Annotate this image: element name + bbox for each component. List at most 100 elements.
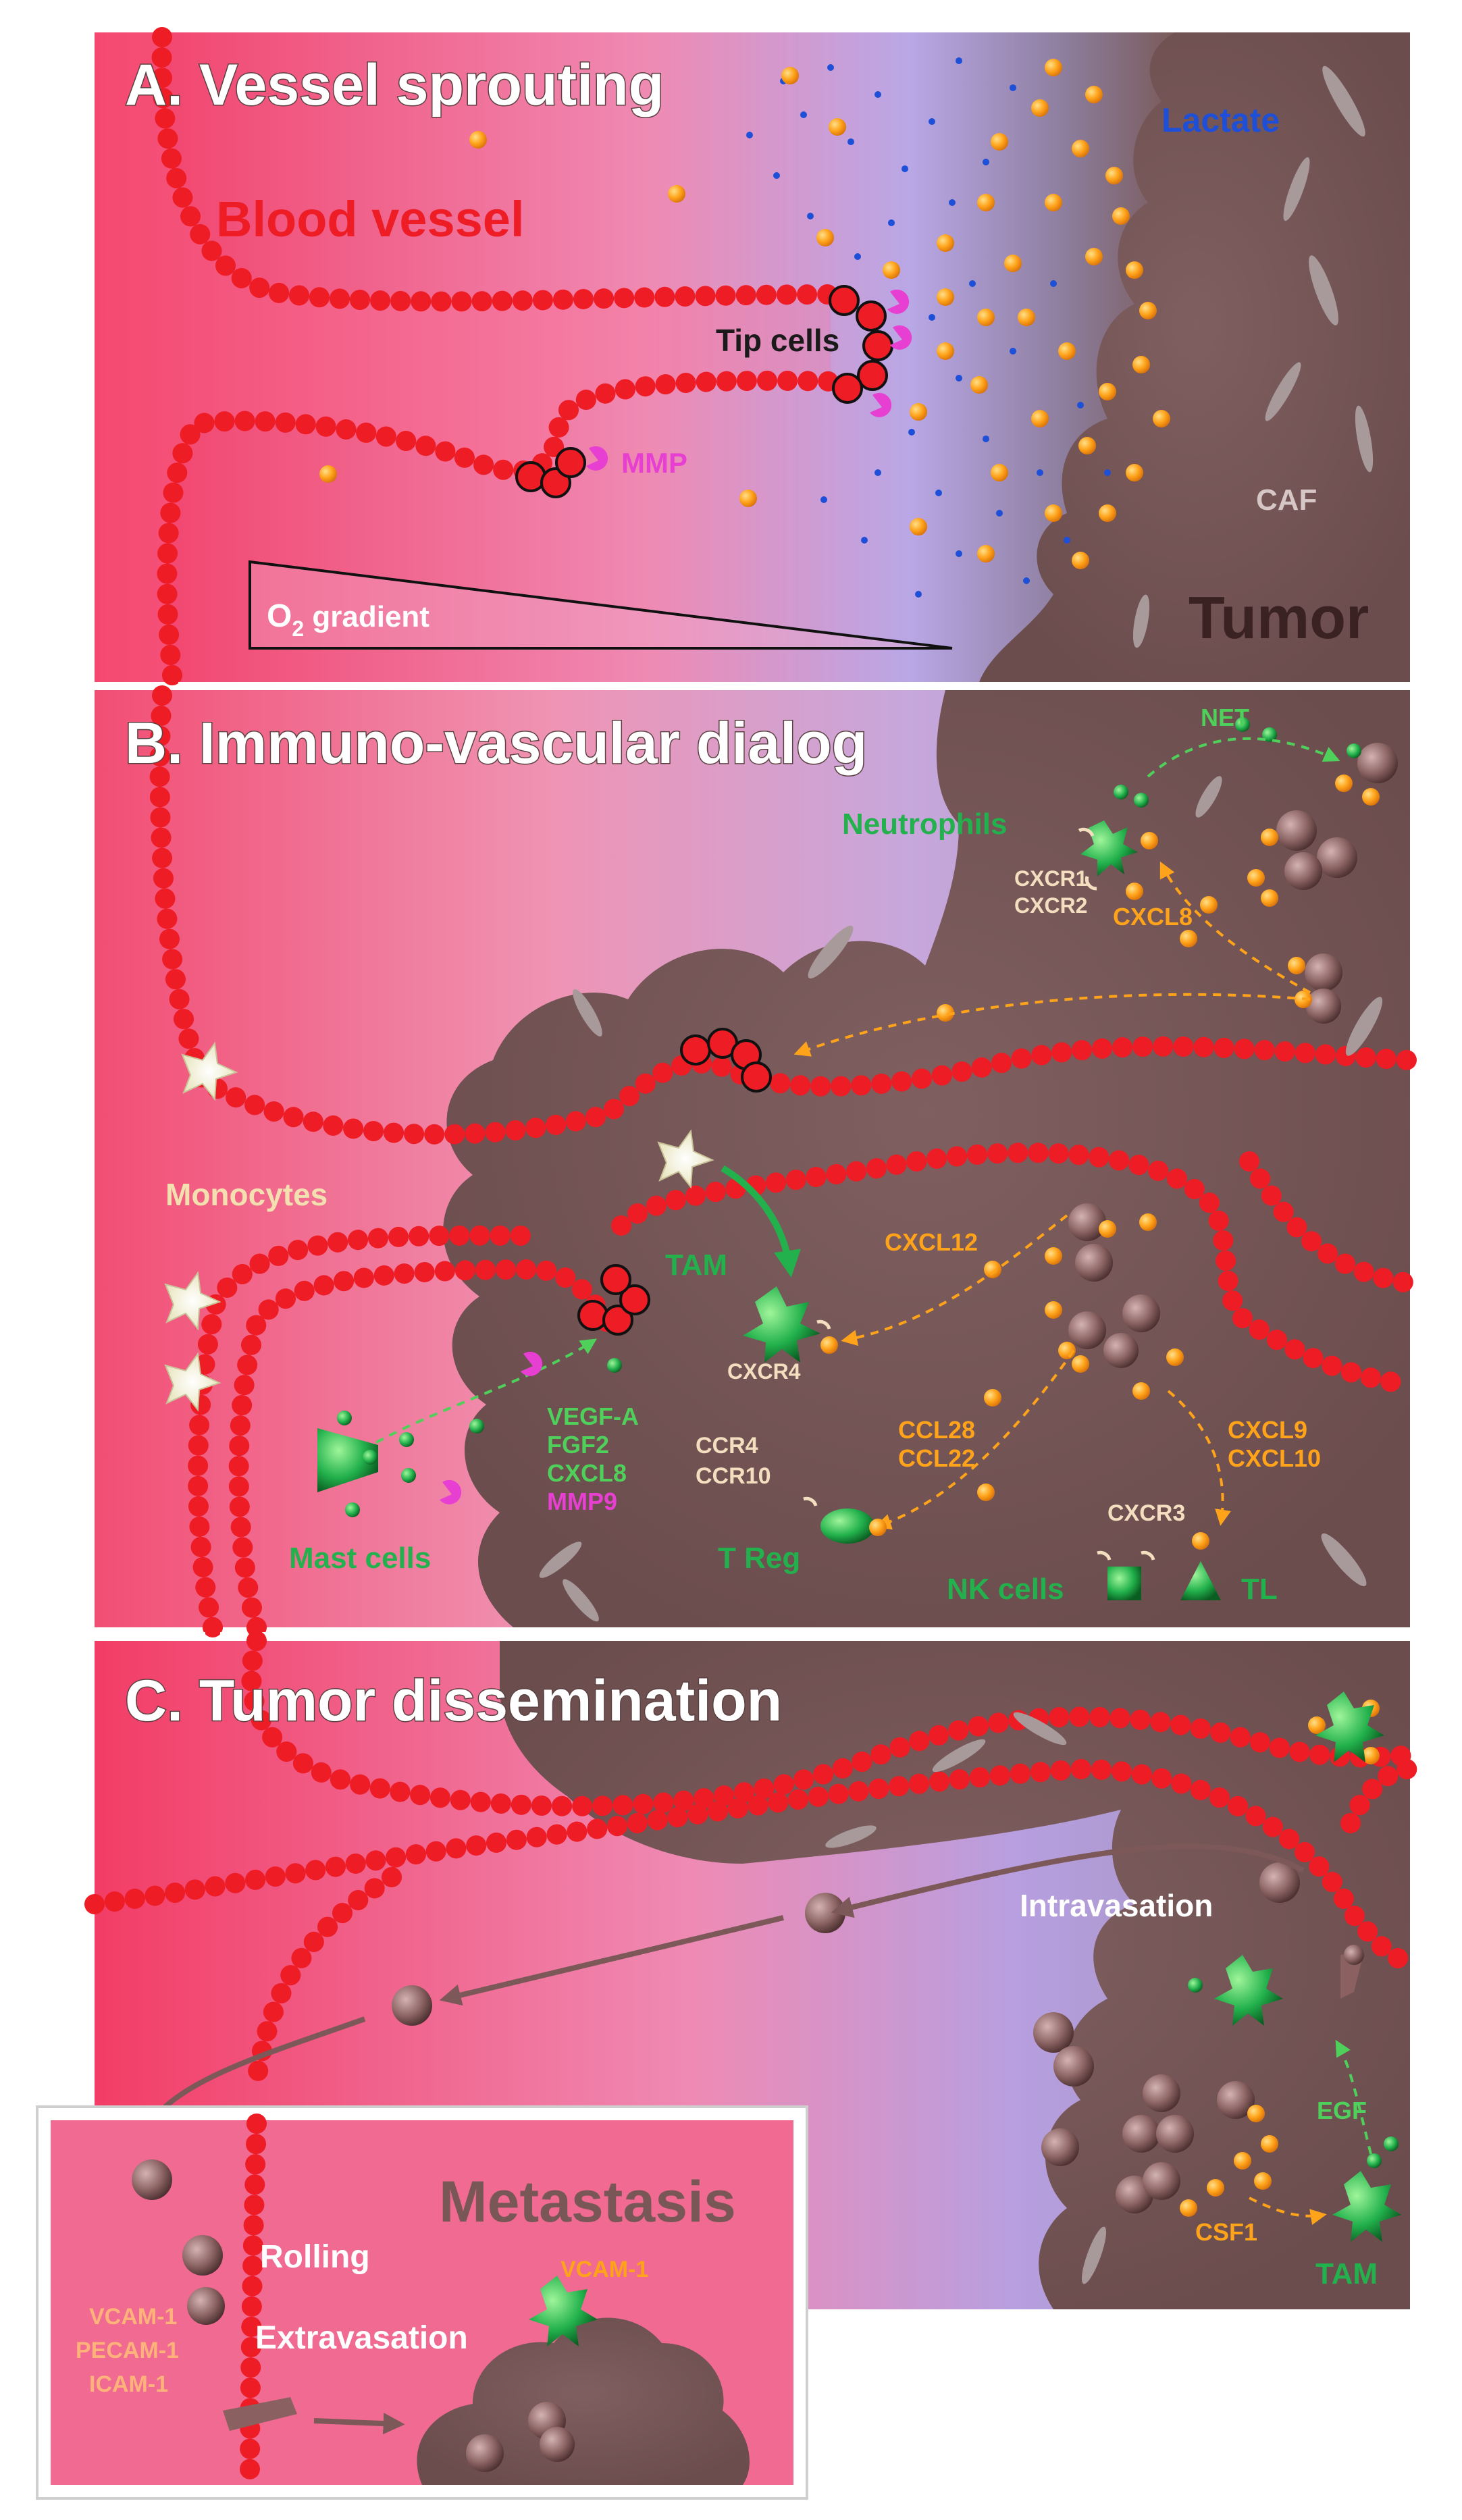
cxcr4-receptor (816, 1319, 831, 1330)
vessel-wall (149, 685, 1418, 1145)
cxcl8-label: CXCL8 (1113, 903, 1193, 930)
lactate-molecules (746, 57, 1111, 598)
mmp-enzymes (586, 289, 912, 471)
egf-arrow (1335, 2039, 1372, 2155)
cxcl9-label: CXCL9 (1228, 1416, 1307, 1444)
cxcr1-label: CXCR1 (1014, 866, 1087, 891)
vessel-wall (151, 27, 844, 312)
nk-cells-label: NK cells (947, 1573, 1064, 1606)
chemokine-molecules (937, 775, 1380, 1501)
vessel-wall (228, 1259, 618, 1637)
egf-granules (1188, 1978, 1399, 2168)
vcam1-tam-label: VCAM-1 (560, 2257, 648, 2282)
panel-b-tumor-mass (443, 690, 1411, 1627)
vcam1-label: VCAM-1 (89, 2304, 177, 2330)
cxcl9-bound (1192, 1532, 1209, 1550)
o2-label-main: O (267, 598, 292, 634)
pecam1-label: PECAM-1 (76, 2338, 179, 2363)
intravasation-label: Intravasation (1020, 1888, 1213, 1923)
neutrophil-granules (1114, 717, 1361, 808)
cxcr2-receptor (1085, 876, 1097, 891)
tumor-label: Tumor (1189, 584, 1369, 651)
vessel-wall (157, 370, 847, 685)
growth-factor-molecules (319, 59, 1170, 569)
neutrophil-cell (1080, 820, 1138, 876)
ccl28-label: CCL28 (898, 1416, 975, 1444)
tam-label: TAM (665, 1249, 727, 1282)
extravasation-label: Extravasation (255, 2320, 468, 2356)
csf1-label: CSF1 (1195, 2218, 1257, 2246)
mast-cell-granules (337, 1358, 622, 1517)
cxcr3-receptor (1097, 1550, 1112, 1560)
cxcr2-label: CXCR2 (1014, 893, 1087, 918)
cxcl12-bound (820, 1336, 838, 1354)
tl-label: TL (1241, 1573, 1278, 1606)
vegf-a-label: VEGF-A (547, 1402, 639, 1430)
circulation-arrow (831, 1843, 1305, 1918)
t-reg-cell (820, 1508, 874, 1544)
extravasating-cell (223, 2397, 297, 2431)
tip-cells (515, 285, 893, 498)
cxcl9-arrow (1167, 1390, 1231, 1526)
tip-cells-label: Tip cells (716, 323, 839, 358)
mast-cell (317, 1428, 378, 1492)
cxcr4-label: CXCR4 (727, 1359, 801, 1384)
cxcr3-receptor (1141, 1550, 1155, 1560)
ccr10-receptor (803, 1496, 818, 1506)
icam1-label: ICAM-1 (89, 2371, 168, 2397)
monocytes (164, 1041, 714, 1412)
metastasis-label: Metastasis (439, 2170, 736, 2234)
panel-b-title: B. Immuno-vascular dialog (125, 711, 867, 776)
lactate-label: Lactate (1161, 101, 1280, 139)
vessel-wall (84, 1758, 1418, 1972)
ccl22-label: CCL22 (898, 1444, 975, 1472)
monocyte-differentiation-arrow (721, 1165, 801, 1278)
vessel-wall (240, 2114, 267, 2492)
vessel-wall (241, 1631, 1418, 1816)
net-label: NET (1201, 704, 1249, 731)
t-reg-label: T Reg (718, 1542, 800, 1575)
caf-fibroblasts (539, 776, 1383, 1622)
o2-gradient-label: O2 gradient (267, 598, 429, 641)
cxcl12-label: CXCL12 (885, 1228, 978, 1256)
tam-cell (1315, 1691, 1384, 1762)
cxcl10-label: CXCL10 (1228, 1444, 1321, 1472)
cxcl12-arrow (841, 1214, 1068, 1346)
neutrophils-label: Neutrophils (842, 808, 1007, 841)
tam-label-c: TAM (1315, 2257, 1378, 2290)
caf-label: CAF (1256, 483, 1317, 517)
mmp9-label: MMP9 (547, 1488, 617, 1515)
o2-gradient-triangle (249, 560, 953, 650)
extravasation-arrow (313, 2413, 405, 2435)
vegf-arrow (350, 1338, 598, 1460)
tl-cell (1180, 1561, 1221, 1600)
cxcl8-arrow (793, 993, 1311, 1057)
caf-fibroblasts (825, 1712, 1107, 2284)
mmp9-enzyme (521, 1351, 543, 1376)
cxcl8-vegf-label: CXCL8 (547, 1459, 627, 1487)
tumor-cells (392, 1862, 1300, 2213)
fgf2-label: FGF2 (547, 1431, 609, 1459)
tumor-cells (1068, 743, 1398, 1368)
o2-label-rest: gradient (304, 600, 429, 633)
caf-fibroblasts (1132, 65, 1374, 648)
panel-a-title: A. Vessel sprouting (125, 53, 664, 117)
mmp9-enzyme (440, 1479, 462, 1504)
metastasis-tam-cell (529, 2276, 598, 2346)
tip-cells (577, 1028, 772, 1336)
monocytes-label: Monocytes (165, 1177, 328, 1212)
panel-a-tumor-mass (979, 32, 1410, 682)
intravasating-cell-body (1344, 1945, 1364, 1965)
tam-cell (743, 1286, 820, 1363)
tam-cell (1214, 1955, 1283, 2026)
csf1-arrow (1249, 2197, 1327, 2225)
egf-label: EGF (1317, 2097, 1367, 2124)
o2-label-sub: 2 (292, 616, 304, 641)
cxcl8-bound (1141, 832, 1158, 849)
cxcr1-receptor (1078, 827, 1095, 837)
ccr4-label: CCR4 (696, 1433, 758, 1459)
blood-vessel-label: Blood vessel (216, 191, 525, 247)
vessel-wall (1340, 1759, 1418, 1833)
nk-cell (1107, 1567, 1141, 1600)
metastasis-tumor-cells (132, 2159, 575, 2472)
